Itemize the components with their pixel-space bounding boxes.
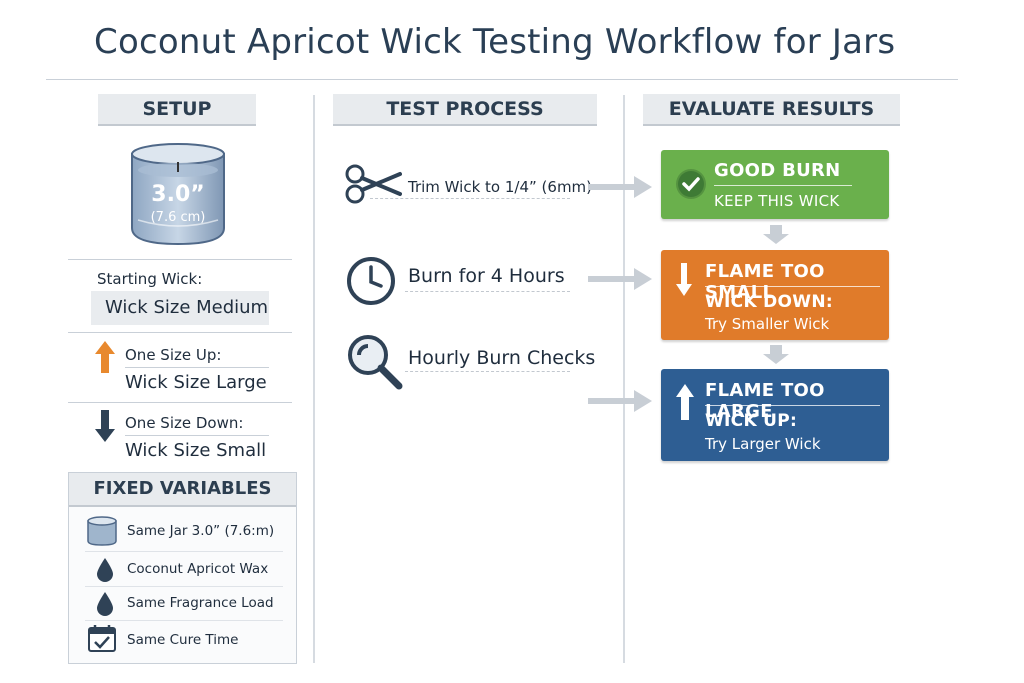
one-size-down-label: One Size Down: (125, 414, 244, 432)
title-divider (46, 79, 958, 80)
arrow-down-icon (761, 345, 791, 365)
good-burn-card: GOOD BURN KEEP THIS WICK (661, 150, 889, 219)
evaluate-results-header: EVALUATE RESULTS (643, 94, 900, 126)
divider (85, 551, 283, 552)
column-divider-left (313, 95, 315, 663)
fixed-item-label: Same Cure Time (127, 632, 239, 648)
divider (405, 371, 570, 372)
arrow-up-icon (675, 383, 695, 421)
divider (714, 185, 852, 186)
divider (68, 402, 292, 403)
fixed-item-label: Same Fragrance Load (127, 595, 274, 611)
jar-icon (85, 515, 119, 547)
column-divider-right (623, 95, 625, 663)
divider (405, 291, 570, 292)
fixed-item-label: Same Jar 3.0” (7.6:m) (127, 523, 275, 539)
try-larger-wick: Try Larger Wick (705, 435, 821, 453)
checkmark-icon (675, 168, 707, 200)
magnifier-icon (345, 332, 405, 390)
one-size-down-value: Wick Size Small (125, 440, 267, 461)
divider (125, 367, 269, 368)
fixed-variables-panel: FIXED VARIABLES Same Jar 3.0” (7.6:m) Co… (68, 472, 297, 664)
flame-too-small-title: FLAME TOO SMALL (705, 261, 825, 303)
step-checks-label: Hourly Burn Checks (408, 347, 596, 369)
arrow-right-icon (588, 266, 654, 292)
try-smaller-wick: Try Smaller Wick (705, 315, 830, 333)
page-title: Coconut Apricot Wick Testing Workflow fo… (94, 22, 896, 62)
divider (68, 259, 292, 260)
step-burn-label: Burn for 4 Hours (408, 265, 565, 287)
scissors-icon (344, 164, 402, 204)
arrow-right-icon (588, 174, 654, 200)
calendar-check-icon (87, 623, 117, 653)
fixed-item-label: Coconut Apricot Wax (127, 561, 269, 577)
divider (705, 405, 880, 406)
divider (85, 620, 283, 621)
wick-up-label: WICK UP: (705, 411, 798, 431)
fragrance-drop-icon (95, 591, 115, 617)
arrow-down-icon (675, 262, 693, 298)
test-process-header: TEST PROCESS (333, 94, 597, 126)
one-size-up-label: One Size Up: (125, 346, 222, 364)
divider (68, 332, 292, 333)
starting-wick-label: Starting Wick: (97, 270, 203, 288)
divider (705, 286, 880, 287)
arrow-up-icon (94, 340, 116, 374)
step-trim-label: Trim Wick to 1/4” (6mm) (408, 178, 593, 196)
divider (370, 198, 570, 199)
good-burn-title: GOOD BURN (714, 160, 841, 181)
jar-metric-label: (7.6 cm) (150, 210, 206, 225)
jar-size-label: 3.0” (151, 182, 205, 207)
flame-too-large-title: FLAME TOO LARGE (705, 380, 825, 422)
flame-too-large-card: FLAME TOO LARGE WICK UP: Try Larger Wick (661, 369, 889, 461)
divider (85, 586, 283, 587)
clock-icon (345, 255, 397, 307)
arrow-down-icon (761, 225, 791, 245)
wax-drop-icon (95, 557, 115, 583)
flame-too-small-card: FLAME TOO SMALL WICK DOWN: Try Smaller W… (661, 250, 889, 340)
one-size-up-value: Wick Size Large (125, 372, 267, 393)
wick-down-label: WICK DOWN: (705, 292, 833, 312)
starting-wick-value: Wick Size Medium (91, 291, 269, 325)
fixed-variables-header: FIXED VARIABLES (69, 473, 296, 507)
divider (125, 435, 269, 436)
setup-header: SETUP (98, 94, 256, 126)
good-burn-action: KEEP THIS WICK (714, 192, 840, 210)
arrow-down-icon (94, 409, 116, 443)
arrow-right-icon (588, 388, 654, 414)
jar-illustration: 3.0” (7.6 cm) (128, 140, 228, 250)
